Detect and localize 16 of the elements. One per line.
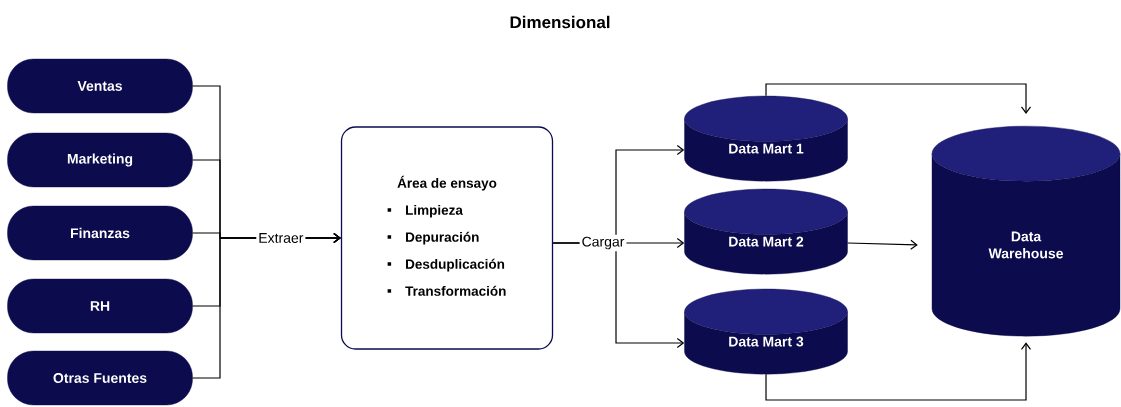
arrow: [765, 342, 1032, 401]
database-cylinder: Data Warehouse: [931, 125, 1121, 337]
edge-label: Cargar: [579, 234, 627, 252]
staging-area-box: Área de ensayo Limpieza Depuración Desduplicación Transformación: [340, 126, 554, 350]
source-pill: Marketing: [7, 132, 193, 188]
arrow: [847, 239, 918, 250]
data-mart-cylinder: Data Mart 1: [684, 95, 848, 182]
source-pill: Finanzas: [7, 205, 193, 261]
title: Dimensional: [510, 15, 610, 29]
source-pill: RH: [7, 278, 193, 334]
source-pill: Ventas: [7, 58, 193, 114]
data-mart-cylinder: Data Mart 3: [684, 288, 848, 375]
source-pill: Otras Fuentes: [7, 350, 193, 406]
data-mart-cylinder: Data Mart 2: [684, 188, 848, 275]
edge-label: Extraer: [256, 231, 306, 245]
arrow: [765, 83, 1032, 114]
